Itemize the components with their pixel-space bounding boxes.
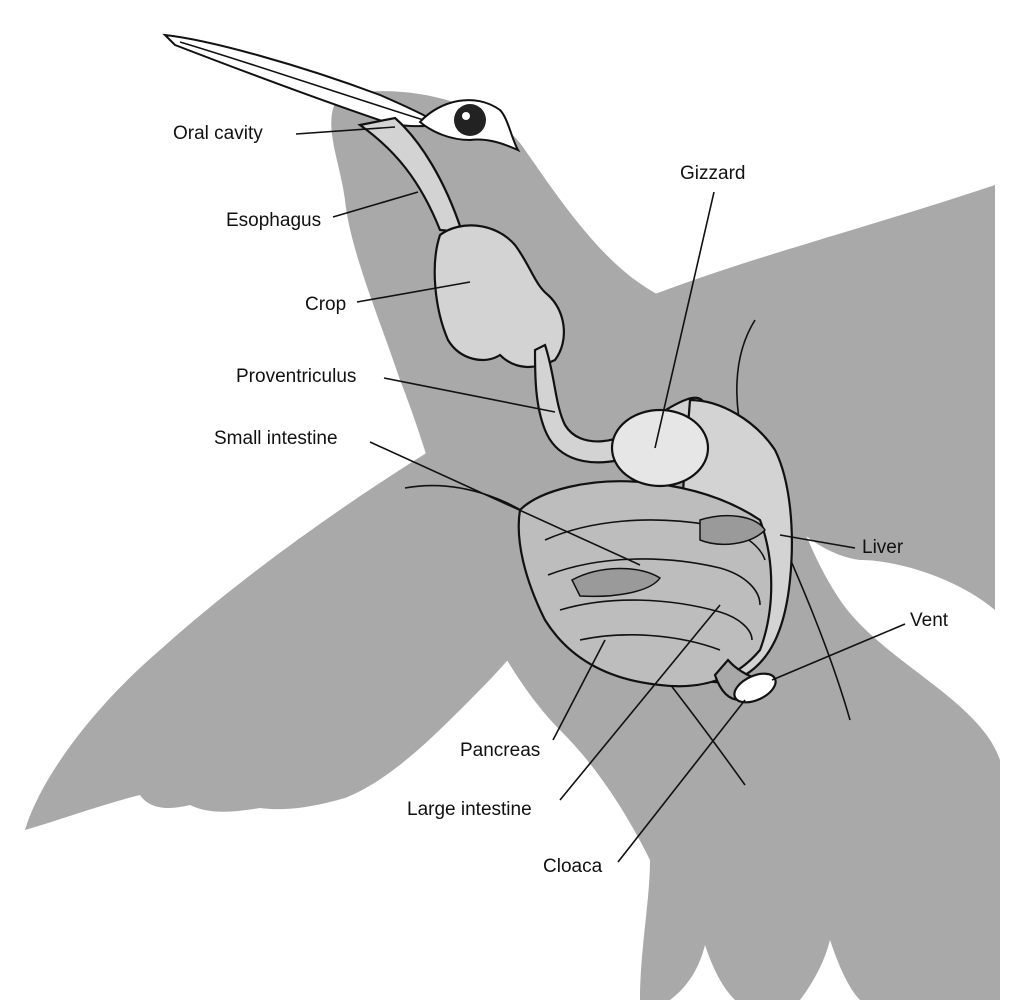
tail-feathers <box>650 760 1000 1000</box>
label-crop: Crop <box>305 294 347 315</box>
label-pancreas: Pancreas <box>460 740 541 761</box>
gizzard-organ <box>610 408 710 488</box>
label-large-intestine: Large intestine <box>407 799 532 820</box>
leader-lines <box>295 126 906 863</box>
intestine-coil-3 <box>559 599 753 641</box>
intestine-coil-2 <box>547 558 761 606</box>
pancreas-tissue <box>571 567 662 598</box>
digestive-organs <box>357 116 793 704</box>
leader-vent <box>771 623 906 681</box>
intestine-coil-4 <box>579 634 721 651</box>
label-proventriculus: Proventriculus <box>236 366 357 387</box>
label-gizzard: Gizzard <box>680 163 746 184</box>
tail-notch-left <box>670 945 735 1000</box>
leader-small-intestine <box>369 441 641 566</box>
eye-pupil-highlight <box>462 112 470 120</box>
left-wing <box>25 420 560 830</box>
label-liver: Liver <box>862 537 904 558</box>
label-vent: Vent <box>910 610 949 631</box>
label-small-intestine: Small intestine <box>214 428 338 449</box>
eye-iris <box>454 104 486 136</box>
right-wing <box>640 185 995 610</box>
leader-proventriculus <box>383 377 556 413</box>
beak-groove <box>179 41 431 123</box>
leader-large-intestine <box>559 604 721 801</box>
leader-oral-cavity <box>295 126 396 135</box>
crop-sac <box>433 224 565 368</box>
leader-liver <box>779 534 856 549</box>
pancreas-tissue-2 <box>699 514 766 546</box>
leader-pancreas <box>552 639 606 741</box>
leader-esophagus <box>332 191 419 218</box>
eye <box>418 99 521 153</box>
label-esophagus: Esophagus <box>226 210 322 231</box>
label-oral-cavity: Oral cavity <box>173 123 263 144</box>
leader-gizzard <box>654 191 715 449</box>
leader-cloaca <box>617 699 746 863</box>
bird-silhouette <box>25 91 1000 1000</box>
label-cloaca: Cloaca <box>543 856 603 877</box>
tail-notch-right <box>800 940 860 1000</box>
intestine-coil-1 <box>544 519 766 561</box>
leader-crop <box>356 281 471 303</box>
